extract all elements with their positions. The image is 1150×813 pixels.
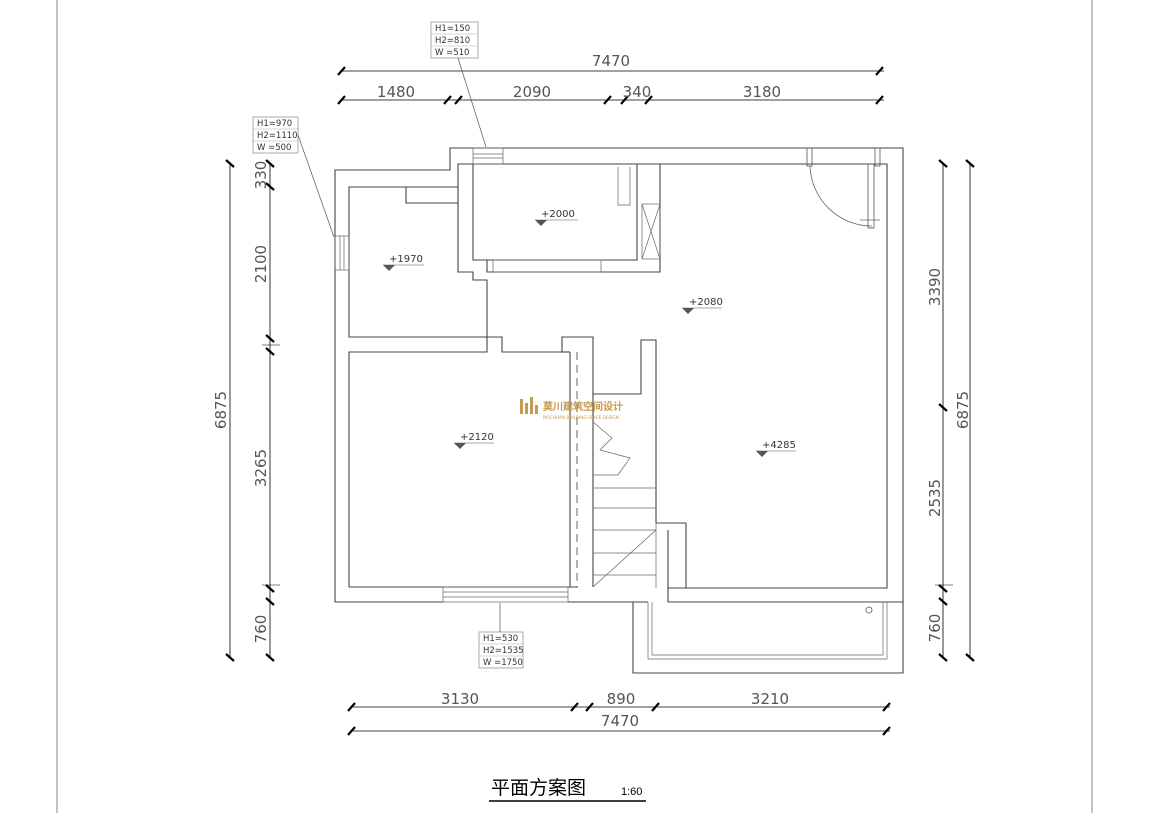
level-marker-1970: +1970 — [383, 254, 424, 271]
window-tag-top: H1=150 H2=810 W =510 — [430, 21, 487, 148]
window-tag-left: H1=970 H2=1110 W =500 — [252, 116, 335, 238]
window-tag-bottom: H1=530 H2=1535 W =1750 — [478, 603, 524, 669]
drawing-title-block: 平面方案图 1:60 — [489, 777, 646, 802]
level-marker-2080: +2080 — [682, 297, 723, 314]
drawing-title: 平面方案图 — [491, 777, 586, 799]
svg-text:+2000: +2000 — [541, 209, 575, 220]
bottom-dim-2: 890 — [607, 690, 636, 708]
bottom-dimension-chain: 3130 890 3210 7470 — [347, 690, 891, 736]
left-dimension-chain: 6875 330 2100 3265 760 — [212, 159, 280, 662]
svg-text:+2080: +2080 — [689, 297, 723, 308]
level-marker-2120: +2120 — [454, 432, 494, 449]
window-tag-left-h2: H2=1110 — [257, 131, 298, 141]
top-dim-4: 3180 — [743, 83, 781, 101]
window-tag-top-h2: H2=810 — [435, 36, 470, 46]
window-tag-top-w: W =510 — [435, 48, 469, 58]
svg-text:+2120: +2120 — [460, 432, 494, 443]
top-total-dim: 7470 — [592, 52, 630, 70]
left-dim-2: 2100 — [252, 245, 270, 283]
bottom-total-dim: 7470 — [601, 712, 639, 730]
window-tag-bottom-h1: H1=530 — [483, 634, 518, 644]
window-tag-left-h1: H1=970 — [257, 119, 292, 129]
top-dim-1: 1480 — [377, 83, 415, 101]
right-dim-1: 3390 — [926, 268, 944, 306]
window-tag-bottom-h2: H2=1535 — [483, 646, 524, 656]
bottom-dim-1: 3130 — [441, 690, 479, 708]
level-marker-4285: +4285 — [756, 440, 796, 457]
window-tag-top-h1: H1=150 — [435, 24, 470, 34]
logo-name: 莫川建筑空间设计 — [542, 400, 623, 413]
logo-subtitle: MOCHUAN BUILDING SPACE DESIGN — [543, 415, 619, 420]
right-dimension-chain: 3390 2535 760 6875 — [926, 159, 975, 662]
windows — [334, 147, 569, 603]
top-dim-3: 340 — [623, 83, 652, 101]
watermark-logo: 莫川建筑空间设计 MOCHUAN BUILDING SPACE DESIGN — [520, 397, 623, 420]
window-tag-left-w: W =500 — [257, 143, 291, 153]
left-dim-3: 3265 — [252, 449, 270, 487]
left-total-dim: 6875 — [212, 391, 230, 429]
right-total-dim: 6875 — [954, 391, 972, 429]
level-marker-2000: +2000 — [535, 209, 578, 226]
svg-text:+1970: +1970 — [389, 254, 423, 265]
top-dim-2: 2090 — [513, 83, 551, 101]
drawing-scale: 1:60 — [621, 786, 642, 798]
svg-text:+4285: +4285 — [762, 440, 796, 451]
left-dim-4: 760 — [252, 615, 270, 644]
window-tag-bottom-w: W =1750 — [483, 658, 523, 668]
bottom-dim-3: 3210 — [751, 690, 789, 708]
top-dimension-chain: 7470 1480 2090 340 3180 — [337, 52, 884, 105]
right-dim-2: 2535 — [926, 479, 944, 517]
left-dim-1: 330 — [252, 161, 270, 190]
right-dim-3: 760 — [926, 614, 944, 643]
